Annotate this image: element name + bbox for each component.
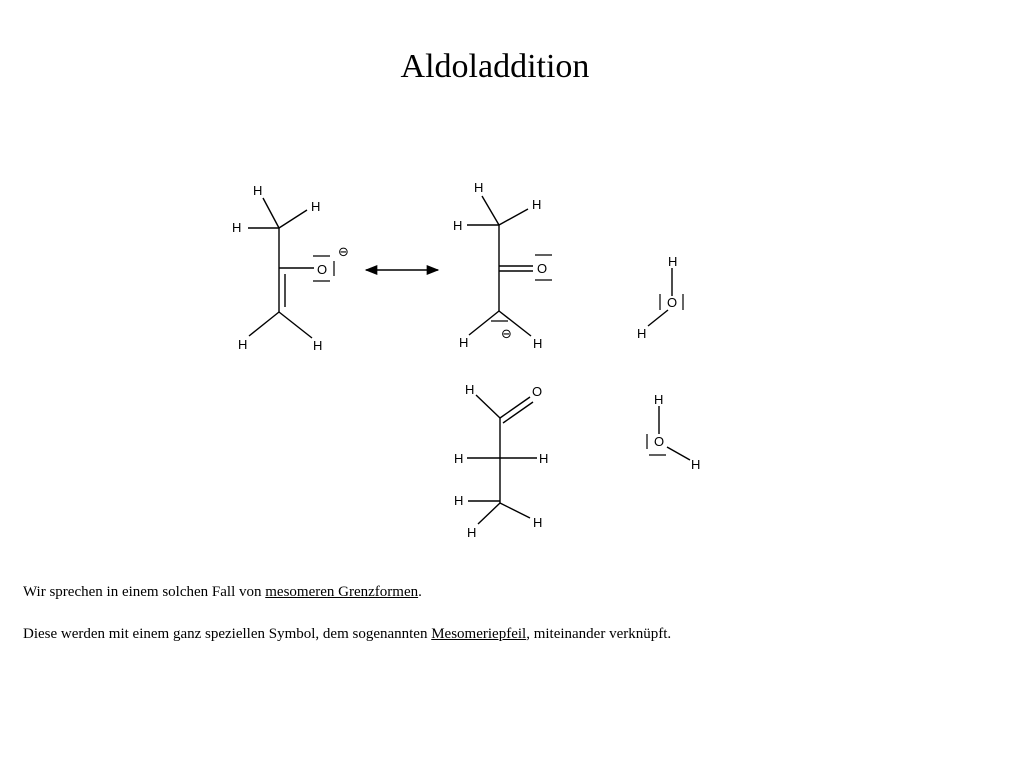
atom-h: H (454, 451, 463, 466)
atom-o: O (532, 384, 542, 399)
atom-h: H (311, 199, 320, 214)
atom-h: H (668, 254, 677, 269)
p1-text: Wir sprechen in einem solchen Fall von (23, 584, 266, 600)
atom-h: H (253, 183, 262, 198)
carbanion-structure: H H H O ⊖ H H (453, 180, 552, 351)
atom-h: H (474, 180, 483, 195)
term-mesomere-grenzformen: mesomeren Grenzformen (265, 584, 419, 600)
atom-o: O (667, 295, 677, 310)
p2-text: Diese werden mit einem ganz speziellen S… (23, 626, 432, 642)
atom-h: H (313, 338, 322, 353)
p2-end: , miteinander verknüpft. (526, 626, 672, 642)
atom-h: H (654, 392, 663, 407)
atom-h: H (465, 382, 474, 397)
explanation-paragraph-2: Diese werden mit einem ganz speziellen S… (23, 626, 671, 643)
atom-h: H (459, 335, 468, 350)
atom-o: O (654, 434, 664, 449)
p1-end: . (418, 584, 422, 600)
water-molecule-bottom: H O H (646, 392, 700, 472)
atom-h: H (637, 326, 646, 341)
propanal-structure: H O H H H H H (454, 382, 548, 540)
negative-charge: ⊖ (338, 244, 349, 259)
water-molecule-top: H O H (637, 254, 684, 341)
slide-title: Aldoladdition (400, 48, 590, 85)
atom-h: H (453, 218, 462, 233)
atom-h: H (467, 525, 476, 540)
term-mesomeriepfeil: Mesomeriepfeil (431, 626, 527, 642)
atom-o: O (317, 262, 327, 277)
atom-h: H (539, 451, 548, 466)
atom-h: H (533, 336, 542, 351)
explanation-paragraph-1: Wir sprechen in einem solchen Fall von m… (23, 584, 422, 601)
enolate-structure: H H H O ⊖ H H (232, 183, 349, 353)
atom-h: H (238, 337, 247, 352)
atom-h: H (691, 457, 700, 472)
atom-o: O (537, 261, 547, 276)
negative-charge: ⊖ (501, 326, 512, 341)
atom-h: H (232, 220, 241, 235)
atom-h: H (533, 515, 542, 530)
atom-h: H (532, 197, 541, 212)
atom-h: H (454, 493, 463, 508)
